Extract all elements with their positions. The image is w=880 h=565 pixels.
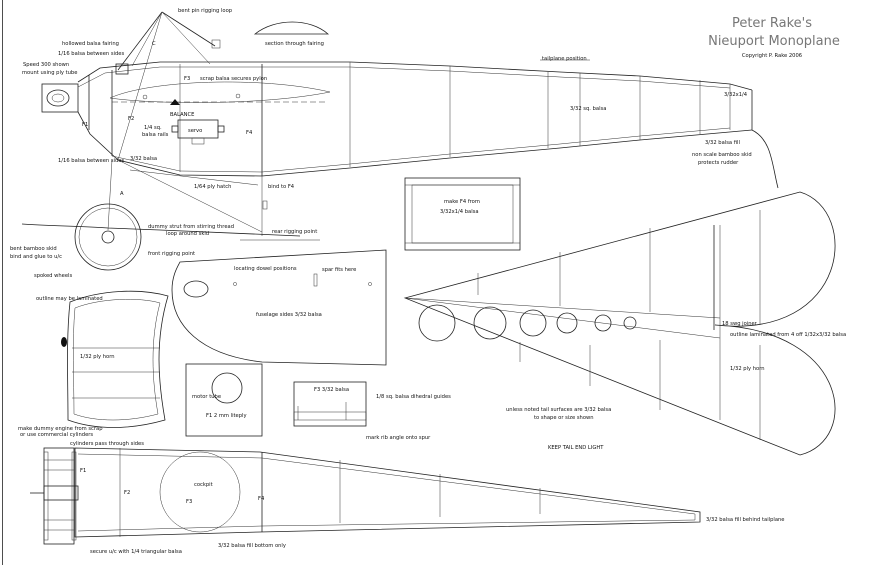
f4-part xyxy=(404,177,521,251)
label-dihedral: 1/8 sq. balsa dihedral guides xyxy=(376,394,451,400)
landing-gear xyxy=(21,203,320,271)
label-f3-balsa: F3 3/32 balsa xyxy=(314,387,349,393)
label-make-f4: make F4 from xyxy=(444,199,480,205)
copyright: Copyright P. Rake 2006 xyxy=(742,53,802,59)
label-tailplane-pos: tailplane position xyxy=(542,56,587,62)
title-line1: Peter Rake's xyxy=(732,16,812,31)
label-biteply: F1 2 mm liteply xyxy=(206,413,247,419)
label-outline-laminated: outline may be laminated xyxy=(36,296,103,302)
label-balsa-between-2: 1/16 balsa between sides xyxy=(58,158,124,164)
label-locating-dowel: locating dowel positions xyxy=(234,266,297,272)
fuselage-side-view xyxy=(41,11,779,236)
label-bind-f4: bind to F4 xyxy=(268,184,295,190)
title-block: Peter Rake's Nieuport Monoplane Copyrigh… xyxy=(708,16,840,59)
label-f1-top: F1 xyxy=(80,468,86,474)
label-tail-surfaces-2: to shape or size shown xyxy=(534,415,594,421)
label-c: C xyxy=(152,41,156,47)
label-spar-fits: spar fits here xyxy=(322,267,356,273)
label-cockpit: cockpit xyxy=(194,482,213,488)
label-front-rig: front rigging point xyxy=(148,251,195,257)
label-f1-side: F1 xyxy=(82,122,88,128)
label-hollowed: hollowed balsa fairing xyxy=(62,41,119,47)
label-motor-tube: motor tube xyxy=(192,394,221,400)
label-swg-joiner: 18 swg joiner xyxy=(722,321,758,327)
f1-former xyxy=(185,363,263,437)
label-keep-tail: KEEP TAIL END LIGHT xyxy=(548,445,604,451)
label-dummy-strut-1: dummy strut from stirring thread xyxy=(148,224,234,230)
label-fuselage-sides: fuselage sides 3/32 balsa xyxy=(256,312,322,318)
label-tail-surfaces-1: unless noted tail surfaces are 3/32 bals… xyxy=(506,407,611,413)
label-rails-2: balsa rails xyxy=(142,132,169,138)
label-spoked: spoked wheels xyxy=(34,273,72,279)
wing-outline xyxy=(61,290,169,428)
label-make-f4-2: 3/32x1/4 balsa xyxy=(440,209,479,215)
label-bamboo-skid-2: protects rudder xyxy=(698,160,739,166)
label-balsa-332: 3/32 balsa xyxy=(130,156,157,162)
label-sq-balsa: 3/32 sq. balsa xyxy=(570,106,606,112)
label-f3-side: F3 xyxy=(184,76,190,82)
fairing-section xyxy=(253,21,330,35)
label-f2-side: F2 xyxy=(128,116,134,122)
label-dummy-engine-1: make dummy engine from scrap xyxy=(18,426,103,432)
label-bent-bamboo-1: bent bamboo skid xyxy=(10,246,57,252)
label-bamboo-skid-1: non scale bamboo skid xyxy=(692,152,752,158)
label-balsa-between-1: 1/16 balsa between sides xyxy=(58,51,124,57)
label-speed300-1: Speed 300 shown xyxy=(23,62,69,68)
label-balsa-fill: 3/32 balsa fill xyxy=(705,140,740,146)
label-mark-rib: mark rib angle onto spur xyxy=(366,435,431,441)
label-cyl-pass: cylinders pass through sides xyxy=(70,441,144,447)
label-f3-top: F3 xyxy=(186,499,192,505)
label-fill-bottom: 3/32 balsa fill bottom only xyxy=(218,543,286,549)
fuselage-side-sheet xyxy=(171,249,387,366)
annotations: bent pin rigging loop section through fa… xyxy=(10,8,846,555)
label-dummy-strut-2: loop around skid xyxy=(166,231,209,237)
label-outline-lam2: outline laminated from 4 off 1/32x3/32 b… xyxy=(730,332,846,338)
f3-former xyxy=(293,381,367,427)
label-f4-top: F4 xyxy=(258,496,265,502)
label-rails-1: 1/4 sq. xyxy=(144,125,162,131)
label-ply-hatch: 1/64 ply hatch xyxy=(194,184,231,190)
label-f4-side: F4 xyxy=(246,130,253,136)
label-scrap-pylon: scrap balsa secures pylon xyxy=(200,76,267,82)
title-line2: Nieuport Monoplane xyxy=(708,34,840,49)
label-speed300-2: mount using ply tube xyxy=(22,70,77,76)
label-servo: servo xyxy=(188,128,202,134)
label-section: section through fairing xyxy=(265,41,324,47)
label-fill-behind: 3/32 balsa fill behind tailplane xyxy=(706,517,784,523)
label-a: A xyxy=(120,191,124,197)
label-ply-horn-2: 1/32 ply horn xyxy=(730,366,765,372)
label-secure-uc: secure u/c with 1/4 triangular balsa xyxy=(90,549,182,555)
label-balance: BALANCE xyxy=(170,112,194,118)
label-dummy-engine-2: or use commercial cylinders xyxy=(20,432,93,438)
fuselage-top-view xyxy=(30,447,701,545)
label-ply-horn: 1/32 ply horn xyxy=(80,354,115,360)
label-f2-top: F2 xyxy=(124,490,130,496)
label-size-332x14: 3/32x1/4 xyxy=(724,92,748,98)
label-rear-rig: rear rigging point xyxy=(272,229,317,235)
label-bent-pin: bent pin rigging loop xyxy=(178,8,233,14)
label-bent-bamboo-2: bind and glue to u/c xyxy=(10,254,62,260)
tailplane xyxy=(403,191,836,456)
